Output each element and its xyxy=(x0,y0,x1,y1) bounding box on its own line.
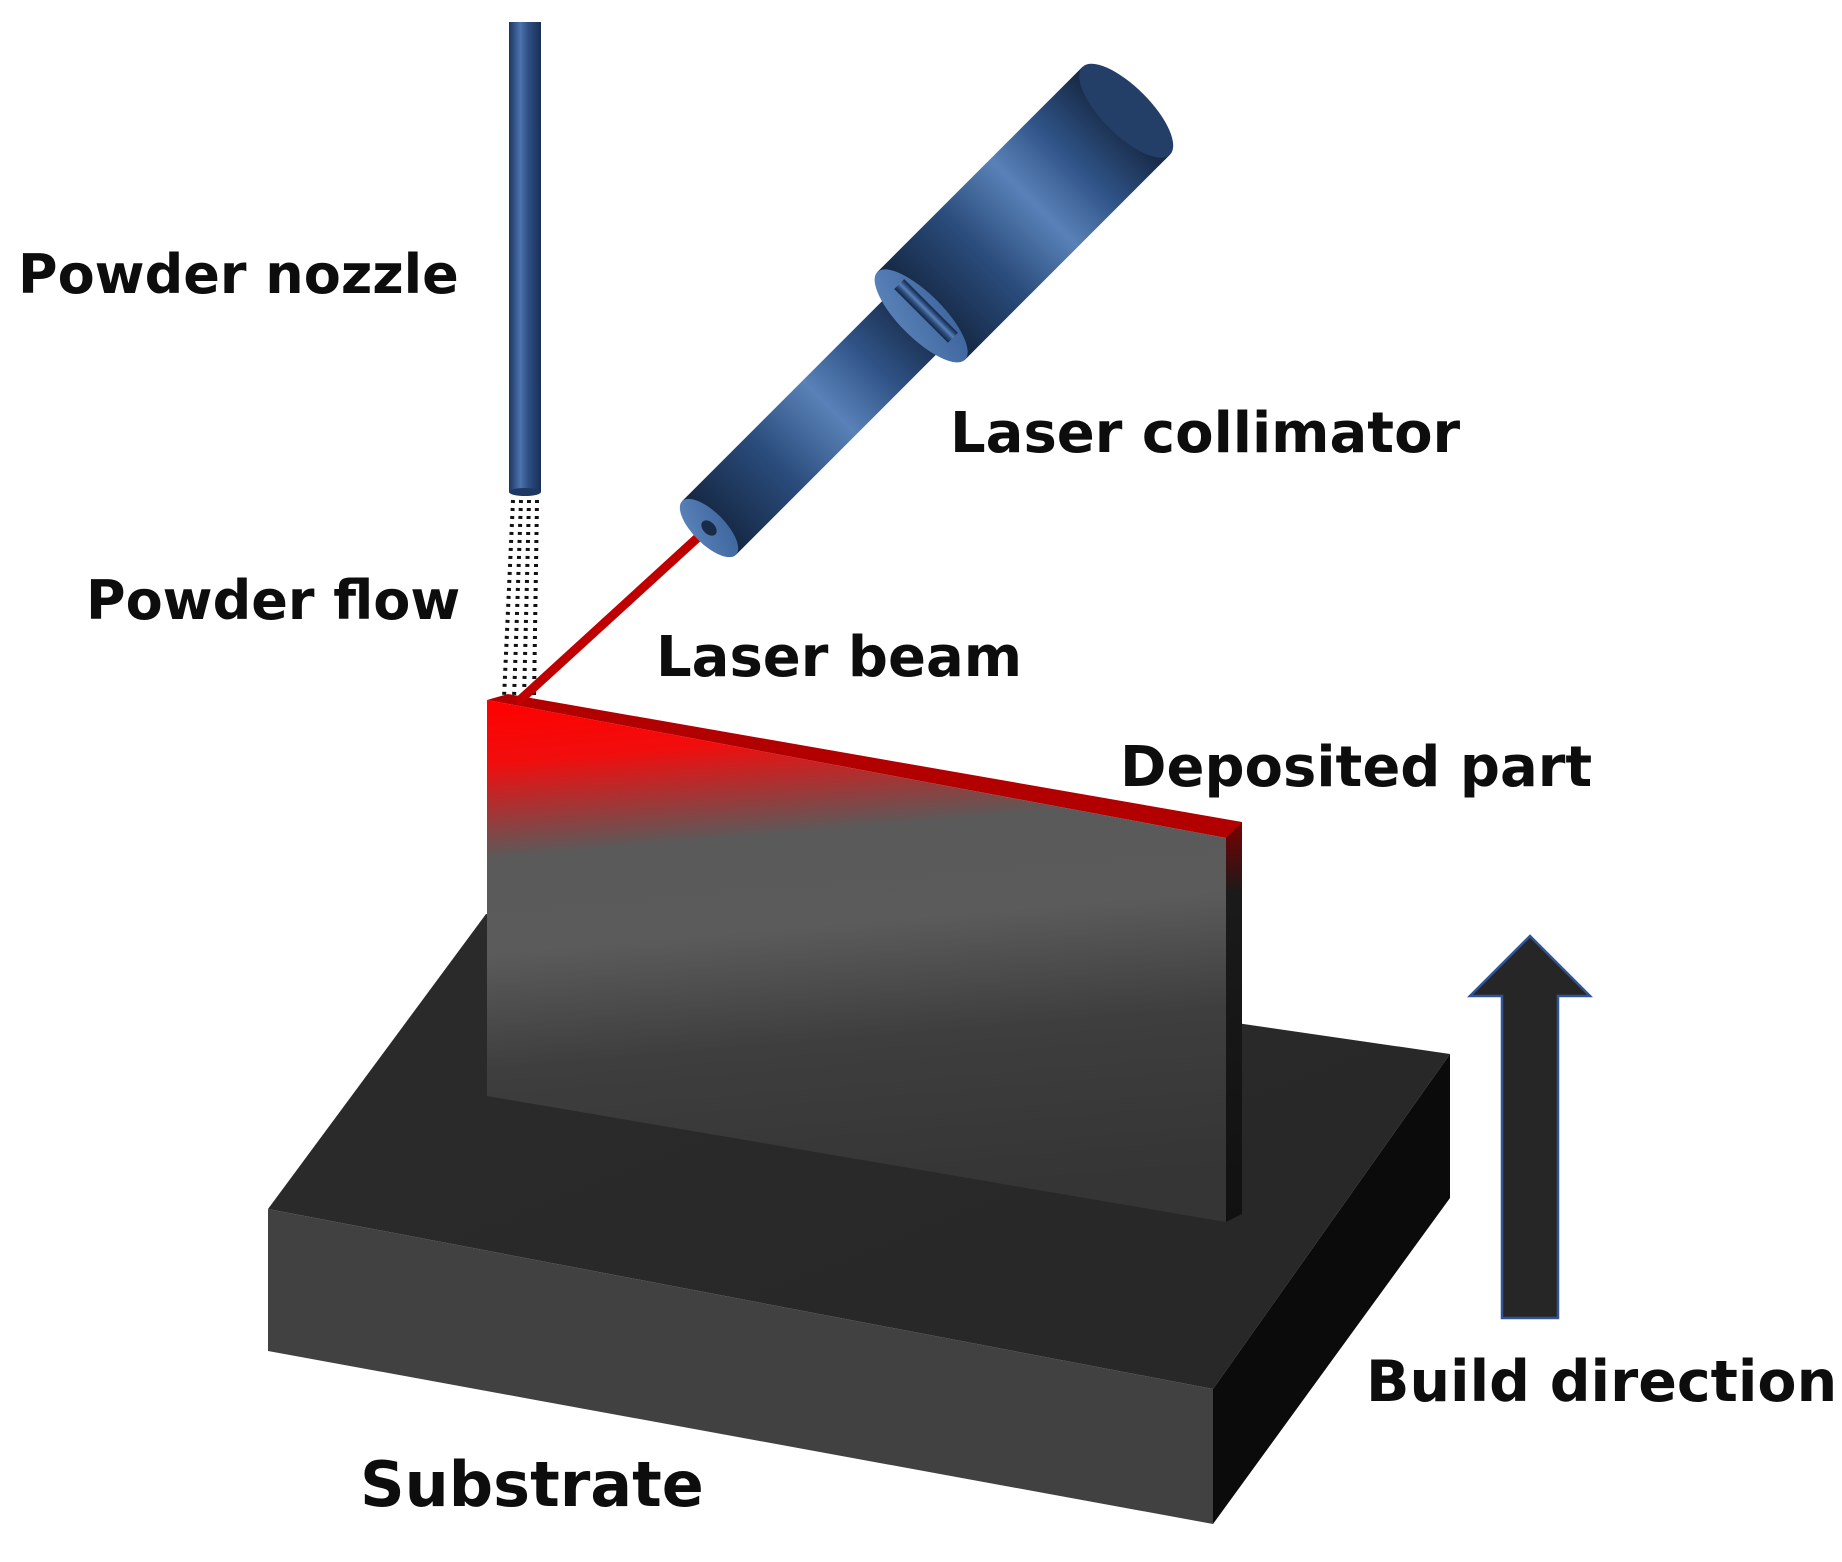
substrate-front-face xyxy=(268,1209,1213,1524)
label-substrate: Substrate xyxy=(360,1448,704,1521)
deposited-part-side xyxy=(1226,822,1242,1222)
laser-beam-icon xyxy=(515,525,711,705)
label-build-direction: Build direction xyxy=(1366,1349,1838,1415)
deposited-part-top-edge xyxy=(487,694,1242,838)
label-deposited-part: Deposited part xyxy=(1120,735,1593,800)
laser-collimator-icon xyxy=(679,63,1174,558)
label-powder-nozzle: Powder nozzle xyxy=(18,243,459,306)
label-laser-collimator: Laser collimator xyxy=(950,401,1461,466)
substrate-side-face xyxy=(1213,1054,1450,1524)
deposited-part-front xyxy=(487,700,1226,1222)
powder-nozzle-icon xyxy=(509,22,541,496)
powder-flow-stream xyxy=(502,499,539,699)
deposited-part xyxy=(487,694,1242,1222)
build-direction-arrow-icon xyxy=(1466,934,1594,1320)
label-laser-beam: Laser beam xyxy=(656,625,1023,690)
label-powder-flow: Powder flow xyxy=(86,569,461,632)
